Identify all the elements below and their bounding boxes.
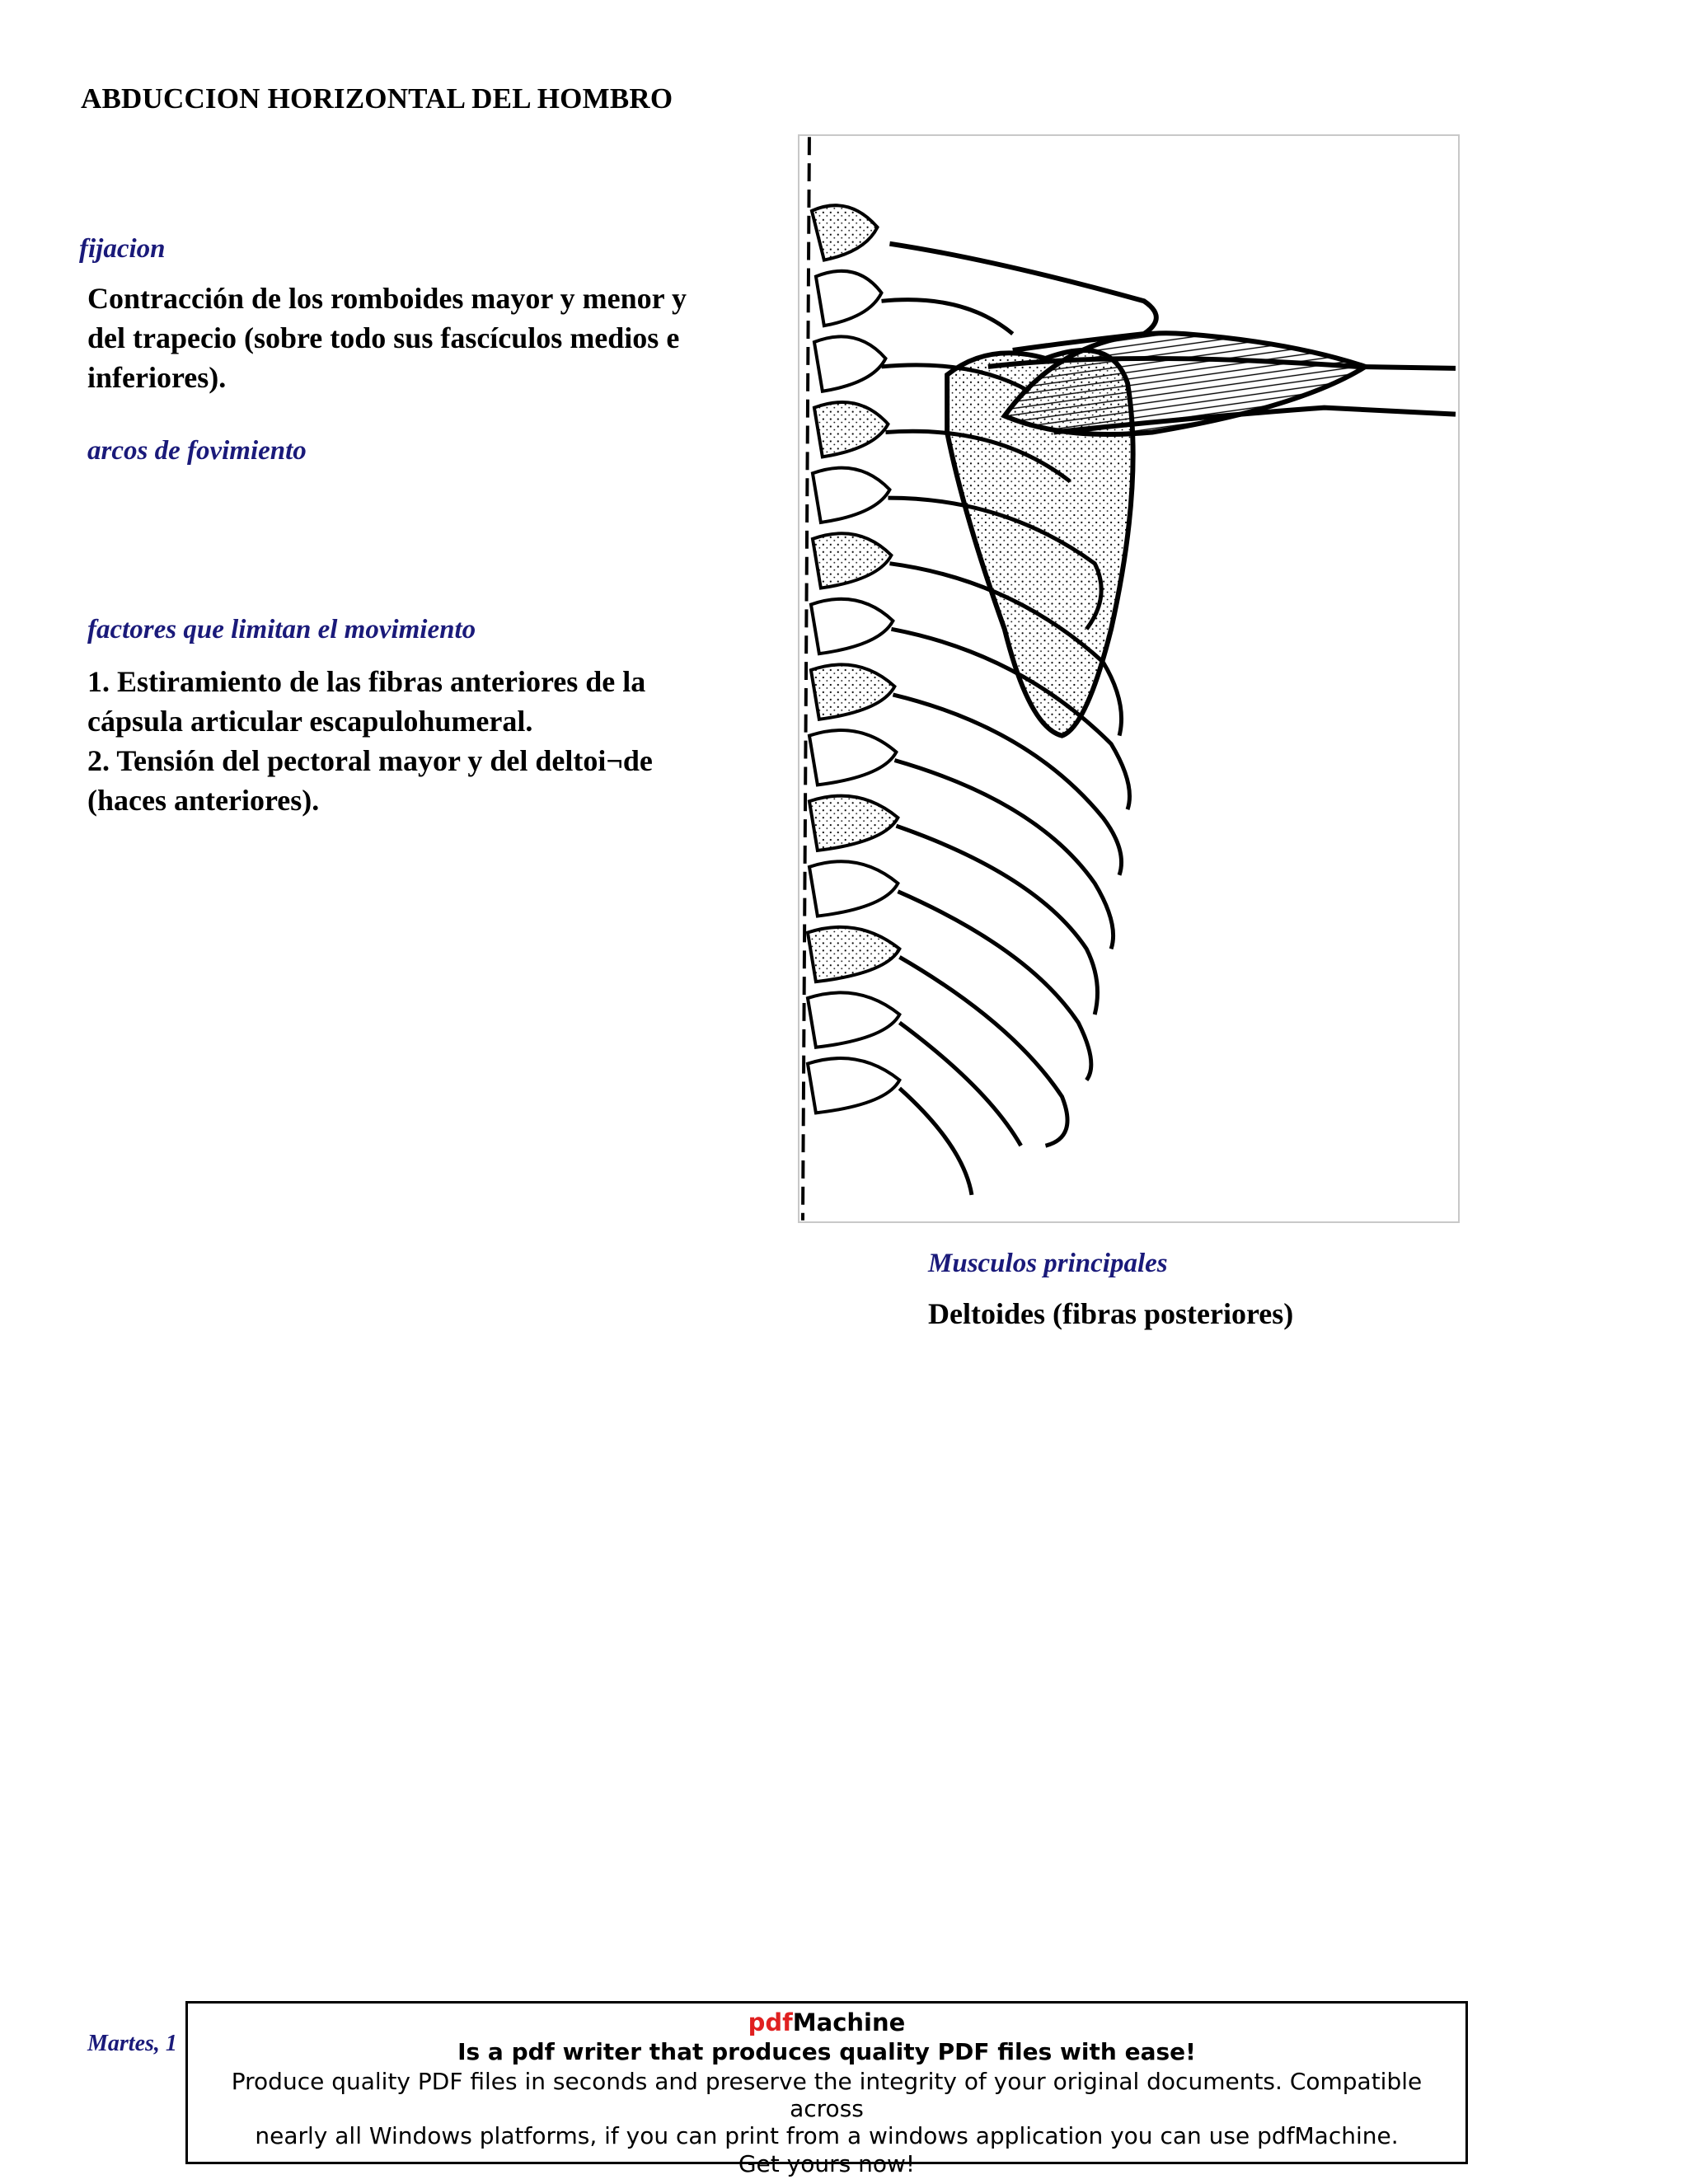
pdfmachine-ad[interactable]: pdfMachine Is a pdf writer that produces…	[185, 2001, 1468, 2177]
ad-description-line: Produce quality PDF files in seconds and…	[231, 2068, 1423, 2122]
clavicle	[889, 241, 1159, 353]
musculos-text: Deltoides (fibras posteriores)	[928, 1297, 1294, 1330]
footer-date: Martes, 1	[87, 2031, 177, 2056]
fijacion-line: del trapecio (sobre todo sus fascículos …	[87, 321, 680, 354]
ad-description-line: nearly all Windows platforms, if you can…	[255, 2122, 1399, 2149]
ad-tagline: Is a pdf writer that produces quality PD…	[457, 2038, 1196, 2065]
scapula	[945, 348, 1136, 738]
ad-cta[interactable]: Get yours now!	[738, 2150, 916, 2177]
musculos-label: Musculos principales	[928, 1249, 1168, 1278]
midline	[800, 137, 811, 1221]
factores-text: 1. Estiramiento de las fibras anteriores…	[87, 662, 653, 820]
fijacion-line: inferiores).	[87, 361, 227, 394]
factores-label: factores que limitan el movimiento	[87, 615, 476, 644]
deltoid-posterior-muscle	[1001, 330, 1372, 437]
ad-brand: pdfMachine	[188, 2008, 1465, 2036]
anatomy-illustration	[798, 134, 1460, 1223]
fijacion-label: fijacion	[79, 234, 166, 264]
ad-brand-red: pdf	[748, 2008, 793, 2036]
factores-line: 1. Estiramiento de las fibras anteriores…	[87, 665, 646, 698]
arcos-label: arcos de fovimiento	[87, 436, 307, 466]
page-title: ABDUCCION HORIZONTAL DEL HOMBRO	[81, 82, 673, 115]
shoulder-back-drawing	[800, 137, 1456, 1221]
spine	[805, 204, 902, 1115]
fijacion-line: Contracción de los romboides mayor y men…	[87, 282, 687, 315]
fijacion-text: Contracción de los romboides mayor y men…	[87, 279, 687, 397]
ad-brand-black: Machine	[792, 2008, 906, 2036]
factores-line: 2. Tensión del pectoral mayor y del delt…	[87, 744, 653, 777]
factores-line: (haces anteriores).	[87, 784, 320, 817]
factores-line: cápsula articular escapulohumeral.	[87, 705, 533, 738]
